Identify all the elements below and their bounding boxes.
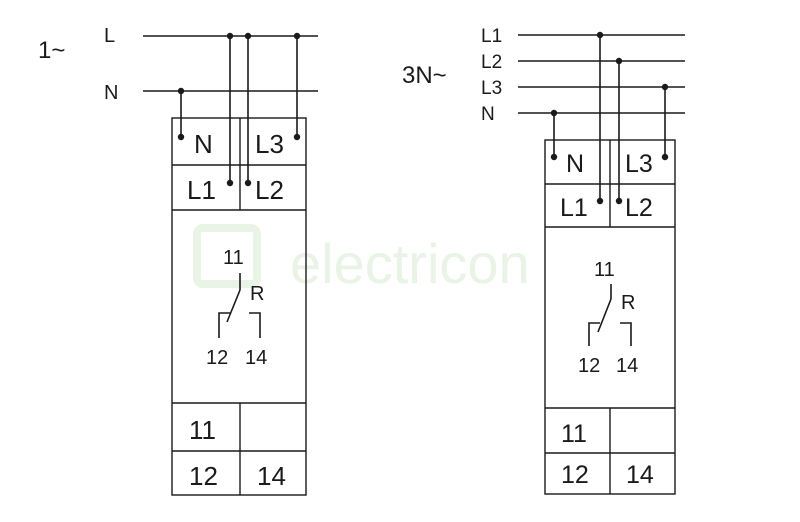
relay-line xyxy=(249,312,261,338)
terminal-dot xyxy=(293,133,301,141)
terminal-dot xyxy=(596,197,604,205)
terminal-label-n: N xyxy=(566,150,584,178)
bottom-terminal-14: 14 xyxy=(257,461,286,491)
line-label-l: L xyxy=(104,25,115,47)
junction-dot xyxy=(615,57,623,65)
watermark-text: electricon xyxy=(290,232,530,295)
bottom-terminal-11: 11 xyxy=(189,415,216,445)
relay-line xyxy=(588,322,600,346)
bottom-terminal-12: 12 xyxy=(561,461,589,489)
terminal-label-n: N xyxy=(194,129,213,159)
terminal-dot xyxy=(615,197,623,205)
watermark-logo-icon xyxy=(193,224,261,288)
relay-contact-symbol: 11 R 12 14 xyxy=(206,247,267,369)
line-label-l1: L1 xyxy=(481,26,502,47)
terminal-label-l1: L1 xyxy=(187,175,216,205)
bottom-terminal-12: 12 xyxy=(189,461,218,491)
junction-dot xyxy=(661,83,669,91)
junction-dot xyxy=(596,31,604,39)
terminal-label-l3: L3 xyxy=(625,150,653,178)
junction-dot xyxy=(293,32,301,40)
relay-no-label: 14 xyxy=(616,355,638,377)
supply-label-right: 3N~ xyxy=(402,62,447,89)
relay-line xyxy=(597,298,612,333)
junction-dot xyxy=(226,32,234,40)
relay-nc-label: 12 xyxy=(578,355,600,377)
terminal-dot xyxy=(661,153,669,161)
line-label-l3: L3 xyxy=(481,78,502,99)
device-body-left xyxy=(171,117,307,496)
terminal-label-l1: L1 xyxy=(560,194,588,222)
terminal-label-l3: L3 xyxy=(255,129,284,159)
junction-dot xyxy=(550,109,558,117)
junction-dot xyxy=(244,32,252,40)
relay-common-label: 11 xyxy=(594,259,615,281)
relay-line xyxy=(218,312,230,338)
line-label-n: N xyxy=(481,104,495,125)
line-label-l2: L2 xyxy=(481,52,502,73)
relay-line xyxy=(226,289,241,323)
relay-common-label: 11 xyxy=(223,247,244,269)
terminal-label-l2: L2 xyxy=(625,194,653,222)
terminal-dot xyxy=(226,179,234,187)
watermark: electricon xyxy=(193,224,530,295)
line-label-n: N xyxy=(104,82,118,104)
terminal-dot xyxy=(550,153,558,161)
bottom-terminal-14: 14 xyxy=(626,461,654,489)
bottom-terminal-11: 11 xyxy=(561,420,587,448)
terminal-dot xyxy=(244,179,252,187)
terminal-dot xyxy=(177,133,185,141)
supply-label-left: 1~ xyxy=(38,37,65,64)
terminal-label-l2: L2 xyxy=(255,175,284,205)
single-phase-diagram: 1~ L N N L3 L1 L2 11 R xyxy=(38,25,318,496)
relay-no-label: 14 xyxy=(245,347,267,369)
relay-name-label: R xyxy=(621,292,635,314)
three-phase-diagram: 3N~ L1 L2 L3 N N L3 L1 L2 xyxy=(402,26,685,495)
relay-line xyxy=(620,322,632,346)
junction-dot xyxy=(177,87,185,95)
relay-name-label: R xyxy=(250,283,264,305)
relay-contact-symbol: 11 R 12 14 xyxy=(578,259,638,377)
relay-nc-label: 12 xyxy=(206,347,228,369)
